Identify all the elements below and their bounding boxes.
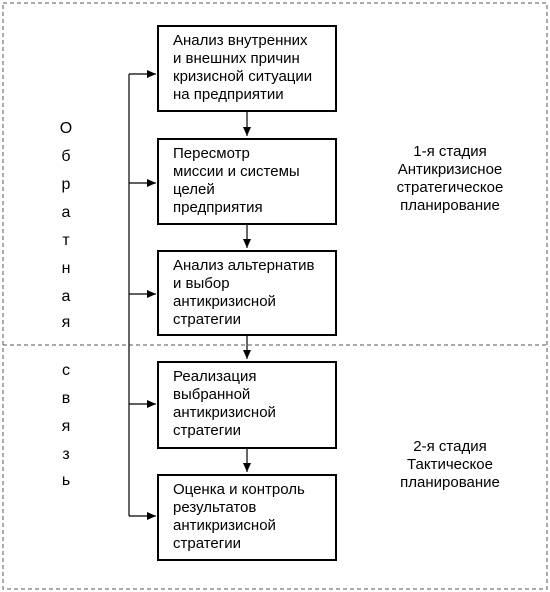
- feedback-letter-10: с: [62, 362, 70, 379]
- process-block-1: Анализ внутренних и внешних причин кризи…: [157, 25, 337, 112]
- block-2-line-2: миссии и системы: [173, 163, 300, 180]
- block-3-line-4: стратегии: [173, 311, 241, 328]
- block-1-line-3: кризисной ситуации: [173, 68, 313, 85]
- block-1-line-4: на предприятии: [173, 86, 284, 103]
- stage-1-line-1: 1-я стадия: [413, 143, 487, 160]
- feedback-letter-5: т: [62, 232, 70, 249]
- stage-2-label: 2-я стадия Тактическое планирование: [370, 438, 530, 492]
- feedback-letter-1: О: [59, 120, 73, 137]
- feedback-letter-8: я: [61, 314, 71, 331]
- stage-1-line-4: планирование: [400, 197, 500, 214]
- block-2-line-3: целей: [173, 181, 215, 198]
- block-5-line-4: стратегии: [173, 535, 241, 552]
- block-3-line-1: Анализ альтернатив: [173, 257, 315, 274]
- process-block-3: Анализ альтернатив и выбор антикризисной…: [157, 250, 337, 336]
- feedback-letter-13: з: [62, 446, 70, 463]
- block-4-line-2: выбранной: [173, 386, 251, 403]
- block-2-line-1: Пересмотр: [173, 145, 250, 162]
- stage-1-line-3: стратегическое: [396, 179, 504, 196]
- feedback-letter-2: б: [61, 148, 71, 165]
- stage-2-line-1: 2-я стадия: [413, 438, 487, 455]
- process-block-2: Пересмотр миссии и системы целей предпри…: [157, 138, 337, 225]
- stage-1-line-2: Антикризисное: [397, 161, 503, 178]
- stage-1-label: 1-я стадия Антикризисное стратегическое …: [370, 143, 530, 215]
- feedback-letter-14: ь: [61, 472, 71, 489]
- block-3-line-3: антикризисной: [173, 293, 276, 310]
- block-5-line-3: антикризисной: [173, 517, 276, 534]
- block-1-line-2: и внешних причин: [173, 50, 300, 67]
- process-block-4: Реализация выбранной антикризисной страт…: [157, 361, 337, 449]
- block-3-line-2: и выбор: [173, 275, 230, 292]
- feedback-letter-12: я: [61, 418, 71, 435]
- feedback-letter-3: р: [61, 176, 71, 193]
- block-5-line-2: результатов: [173, 499, 257, 516]
- block-4-line-3: антикризисной: [173, 404, 276, 421]
- stage-2-line-3: планирование: [400, 474, 500, 491]
- block-4-line-1: Реализация: [173, 368, 257, 385]
- block-2-line-4: предприятия: [173, 199, 263, 216]
- block-5-line-1: Оценка и контроль: [173, 481, 305, 498]
- process-block-5: Оценка и контроль результатов антикризис…: [157, 474, 337, 561]
- block-4-line-4: стратегии: [173, 422, 241, 439]
- block-1-line-1: Анализ внутренних: [173, 32, 308, 49]
- feedback-letter-4: а: [61, 204, 71, 221]
- feedback-letter-6: н: [61, 260, 71, 277]
- stage-2-line-2: Тактическое: [407, 456, 493, 473]
- feedback-letter-7: а: [61, 288, 71, 305]
- feedback-letter-11: в: [61, 390, 71, 407]
